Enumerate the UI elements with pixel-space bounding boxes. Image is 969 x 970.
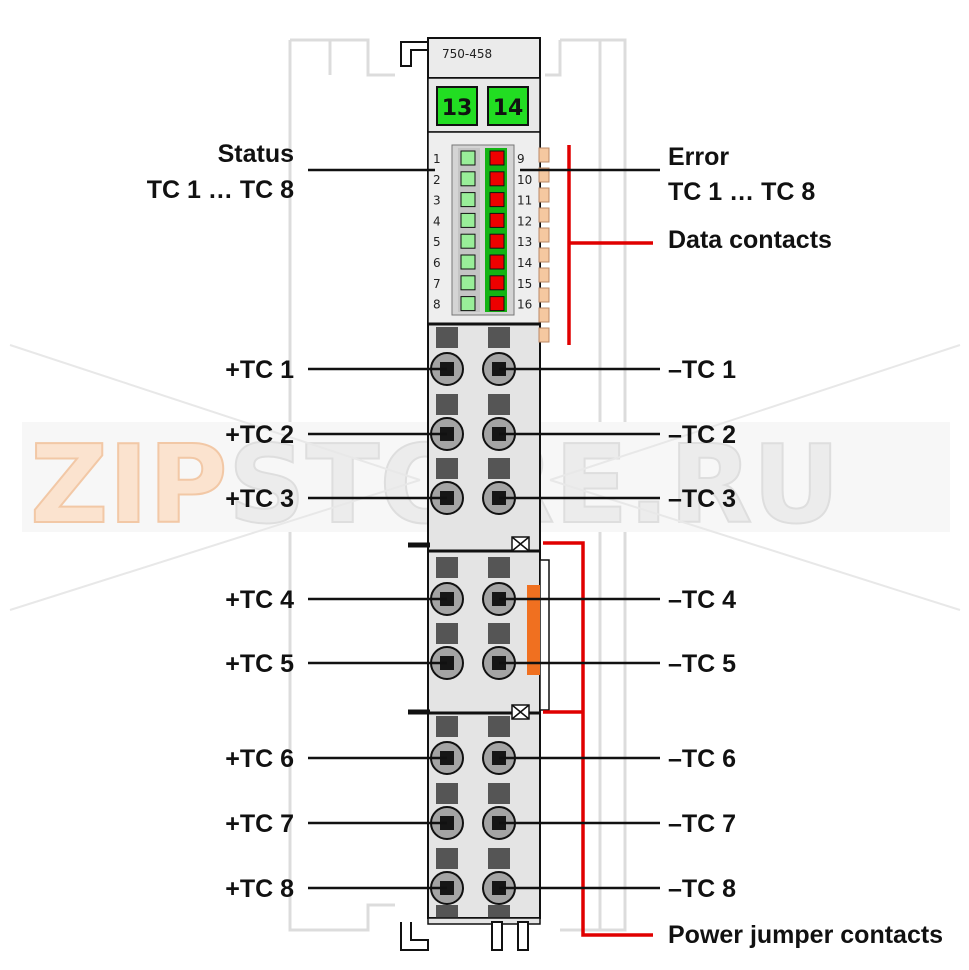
- terminal-label-minus: –TC 7: [668, 810, 736, 838]
- terminal-label-minus: –TC 6: [668, 745, 736, 773]
- terminal-label-plus: +TC 5: [225, 650, 294, 678]
- data-contact-pad: [538, 147, 550, 163]
- led-grid: 1 9 2 10 3 11 4 12 5 13 6 14 7 15 8 16: [433, 150, 532, 312]
- terminal-labels: +TC 1 –TC 1 +TC 2 –TC 2 +TC 3 –TC 3 +TC 4 –TC 4…: [225, 356, 736, 903]
- led-number: 7: [433, 277, 441, 291]
- release-slot: [488, 848, 510, 869]
- error-led: [489, 233, 505, 249]
- error-led: [489, 171, 505, 187]
- data-contact-pad: [538, 167, 550, 183]
- data-contact-pad: [538, 247, 550, 263]
- error-led: [489, 275, 505, 291]
- data-contact-pad: [538, 227, 550, 243]
- channel-label-14: 14: [493, 96, 524, 121]
- data-contacts-label: Data contacts: [668, 226, 832, 254]
- data-contact-pad: [538, 327, 550, 343]
- terminal-label-plus: +TC 7: [225, 810, 294, 838]
- release-slot: [488, 327, 510, 348]
- release-slot: [488, 905, 510, 918]
- part-number: 750-458: [442, 47, 492, 61]
- channel-label-13: 13: [442, 96, 473, 121]
- led-number: 2: [433, 173, 441, 187]
- error-led: [489, 212, 505, 228]
- status-label: Status: [218, 140, 294, 168]
- led-number: 11: [517, 194, 532, 208]
- error-label: Error: [668, 143, 729, 171]
- error-range-label: TC 1 … TC 8: [668, 178, 815, 206]
- status-led: [460, 254, 476, 270]
- watermark-zip: ZIP: [30, 423, 228, 548]
- terminal-label-minus: –TC 8: [668, 875, 736, 903]
- terminal-label-plus: +TC 3: [225, 485, 294, 513]
- data-contact-pad: [538, 307, 550, 323]
- led-number: 10: [517, 173, 532, 187]
- led-number: 16: [517, 298, 532, 312]
- status-led: [460, 212, 476, 228]
- led-number: 12: [517, 214, 532, 228]
- terminal-label-minus: –TC 2: [668, 421, 736, 449]
- channel-indicators: 13 14: [436, 86, 529, 126]
- release-slot: [436, 557, 458, 578]
- release-slot: [488, 623, 510, 644]
- release-slot: [436, 394, 458, 415]
- power-jumper-contacts: [408, 536, 540, 720]
- terminal-label-plus: +TC 2: [225, 421, 294, 449]
- led-number: 3: [433, 194, 441, 208]
- data-contacts: [538, 147, 550, 343]
- release-slot: [488, 557, 510, 578]
- error-led: [489, 150, 505, 166]
- led-number: 8: [433, 298, 441, 312]
- terminal-label-minus: –TC 4: [668, 586, 736, 614]
- status-range-label: TC 1 … TC 8: [147, 176, 294, 204]
- error-led: [489, 254, 505, 270]
- data-contact-pad: [538, 187, 550, 203]
- terminal-label-minus: –TC 3: [668, 485, 736, 513]
- release-slot: [436, 783, 458, 804]
- release-slot: [488, 716, 510, 737]
- terminal-label-minus: –TC 5: [668, 650, 736, 678]
- release-slot: [488, 394, 510, 415]
- status-led: [460, 296, 476, 312]
- terminal-label-minus: –TC 1: [668, 356, 736, 384]
- data-contact-pad: [538, 207, 550, 223]
- status-led: [460, 171, 476, 187]
- terminal-label-plus: +TC 6: [225, 745, 294, 773]
- release-slot: [436, 905, 458, 918]
- terminal-label-plus: +TC 1: [225, 356, 294, 384]
- release-slot: [436, 327, 458, 348]
- status-led: [460, 275, 476, 291]
- data-contact-pad: [538, 267, 550, 283]
- led-number: 15: [517, 277, 532, 291]
- status-led: [460, 192, 476, 208]
- led-number: 14: [517, 256, 532, 270]
- data-contacts-bracket: [567, 145, 653, 345]
- error-led: [489, 296, 505, 312]
- release-slot: [488, 458, 510, 479]
- release-slot: [436, 848, 458, 869]
- power-jumper-contacts-label: Power jumper contacts: [668, 921, 943, 949]
- release-slot: [488, 783, 510, 804]
- terminal-label-plus: +TC 8: [225, 875, 294, 903]
- power-jumper-bracket: [543, 541, 653, 937]
- terminal-label-plus: +TC 4: [225, 586, 294, 614]
- led-number: 5: [433, 235, 441, 249]
- led-number: 6: [433, 256, 441, 270]
- led-number: 13: [517, 235, 532, 249]
- led-number: 9: [517, 152, 525, 166]
- data-contact-pad: [538, 287, 550, 303]
- status-led: [460, 233, 476, 249]
- release-slot: [436, 716, 458, 737]
- error-led: [489, 192, 505, 208]
- led-number: 4: [433, 214, 441, 228]
- bottom-feet: [400, 917, 541, 951]
- led-number: 1: [433, 152, 441, 166]
- status-led: [460, 150, 476, 166]
- release-slot: [436, 623, 458, 644]
- release-slot: [436, 458, 458, 479]
